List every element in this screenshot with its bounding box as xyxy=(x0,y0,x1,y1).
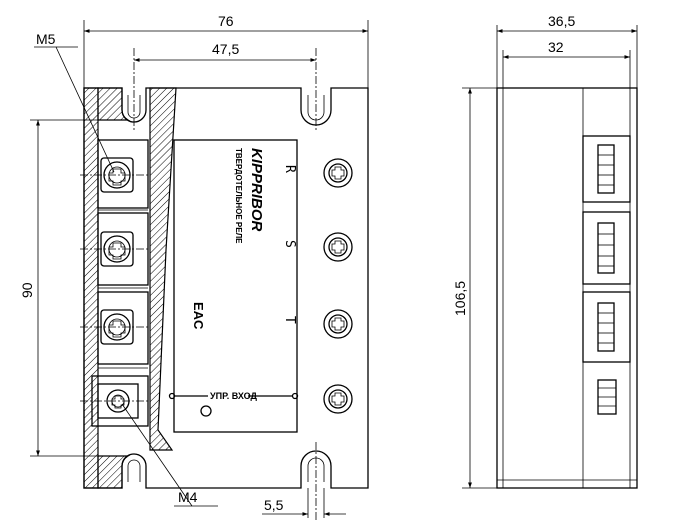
terminal-cell-1 xyxy=(97,139,149,209)
side-view xyxy=(496,87,638,489)
product-name: ТВЕРДОТЕЛЬНОЕ РЕЛЕ xyxy=(234,148,243,244)
eac-mark: EAC xyxy=(191,302,206,330)
brand-name: KIPPRIBOR xyxy=(248,148,265,232)
screw-centerlines xyxy=(80,174,150,402)
terminal-label-s: S xyxy=(282,240,297,248)
label-panel xyxy=(173,139,298,433)
front-dimensions: 76 47,5 90 M5 M4 5,5 xyxy=(19,13,369,518)
side-dimensions: 36,5 32 106,5 xyxy=(452,13,638,489)
front-hatched-wall xyxy=(83,87,99,489)
dimension-width-76: 76 xyxy=(218,13,234,29)
control-input-marking: УПР. ВХОД xyxy=(168,391,299,417)
power-screw-1 xyxy=(323,158,353,188)
terminal-label-t: T xyxy=(282,316,297,324)
side-terminal-1 xyxy=(582,135,631,203)
front-hatched-cover-edge xyxy=(149,87,177,451)
dimension-slot-5-5: 5,5 xyxy=(264,497,284,513)
bottom-left-slot xyxy=(127,459,141,482)
side-terminal-control xyxy=(597,379,617,415)
thread-label-m5: M5 xyxy=(36,31,56,47)
side-terminal-3 xyxy=(582,291,631,363)
label-text-group: KIPPRIBOR xyxy=(248,148,265,232)
power-screw-3 xyxy=(323,309,353,339)
terminal-label-r: R xyxy=(282,165,297,173)
dimension-width-47-5: 47,5 xyxy=(212,41,239,57)
front-view: KIPPRIBOR ТВЕРДОТЕЛЬНОЕ РЕЛЕ R S T EAC У… xyxy=(80,48,369,520)
control-input-label: УПР. ВХОД xyxy=(210,391,258,401)
front-hatched-bottom-tab xyxy=(97,455,131,489)
thread-label-m4: M4 xyxy=(178,489,198,505)
front-body-outline xyxy=(83,87,369,489)
side-body-outline xyxy=(496,87,638,489)
terminal-cell-3 xyxy=(97,291,149,365)
dimension-height-106-5: 106,5 xyxy=(452,281,468,316)
led-indicator xyxy=(200,405,212,417)
side-terminal-2 xyxy=(582,211,631,285)
dimension-height-90: 90 xyxy=(19,282,35,298)
dimension-depth-36-5: 36,5 xyxy=(548,13,575,29)
dimension-depth-32: 32 xyxy=(548,39,564,55)
power-screw-4 xyxy=(323,384,353,414)
front-hatched-top-tab xyxy=(97,87,131,121)
power-screw-2 xyxy=(323,232,353,262)
